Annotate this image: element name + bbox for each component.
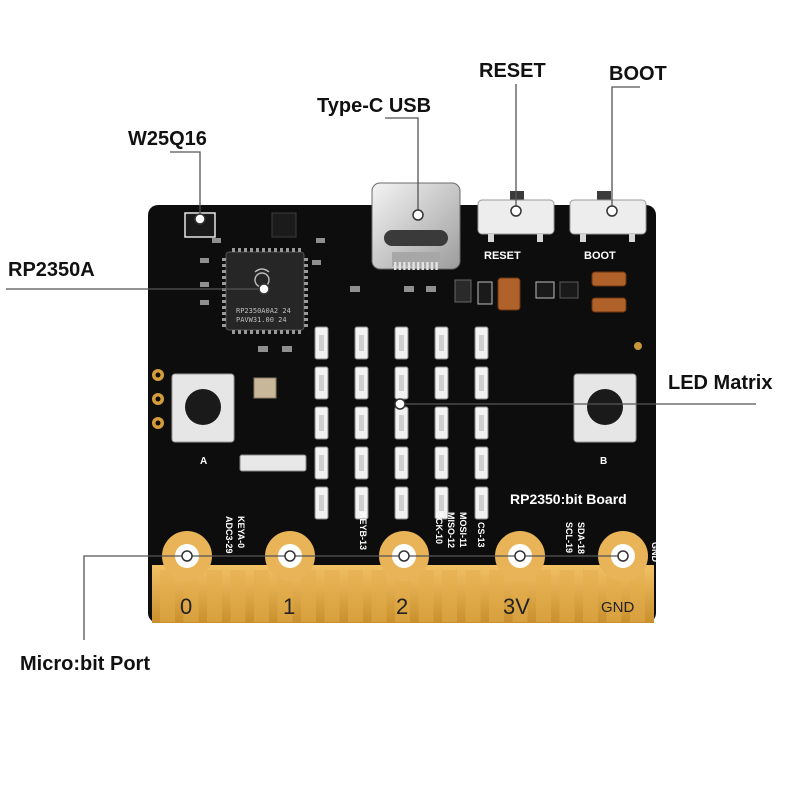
leader-dot-w25q16: [194, 213, 206, 225]
pin-label-sda: SDA-18: [576, 522, 586, 554]
callout-boot: BOOT: [609, 63, 667, 85]
leader-dot-rp2350a: [258, 283, 270, 295]
smd-components-right: [454, 271, 627, 313]
type-c-connector: [371, 182, 461, 270]
pin-label-keya: KEYA-0: [236, 516, 246, 548]
led-matrix: [314, 326, 489, 520]
led: [314, 486, 329, 520]
led: [474, 326, 489, 360]
pin-label-sck: SCK-10: [434, 512, 444, 544]
callout-rp2350a: RP2350A: [8, 259, 95, 281]
leader-dot-port-1: [284, 550, 296, 562]
board-title: RP2350:bit Board: [510, 491, 627, 507]
led: [354, 486, 369, 520]
leader-dot-type-c: [412, 209, 424, 221]
pad-label-2: 2: [396, 594, 408, 619]
led: [434, 326, 449, 360]
leader-type-c: [385, 117, 419, 215]
led: [314, 366, 329, 400]
leader-lines: [6, 84, 756, 640]
connector-fingers: [160, 570, 645, 622]
pin-label-adc3: ADC3-29: [224, 516, 234, 554]
passive-components: [200, 238, 436, 352]
reset-silkscreen: RESET: [484, 250, 521, 262]
pin-labels: KEYA-0 ADC3-29 KEYB-13 SCK-10 MISO-12 MO…: [224, 512, 660, 563]
leader-dot-port-gnd: [617, 550, 629, 562]
led: [394, 326, 409, 360]
pin-label-keyb: KEYB-13: [358, 512, 368, 550]
led: [394, 366, 409, 400]
leader-boot: [611, 86, 640, 211]
led: [354, 326, 369, 360]
led: [314, 406, 329, 440]
button-a: [152, 369, 235, 443]
leader-dot-port-0: [181, 550, 193, 562]
led: [314, 326, 329, 360]
leader-dot-reset: [510, 205, 522, 217]
led: [434, 486, 449, 520]
leader-w25q16: [170, 151, 201, 219]
crystal: [253, 377, 277, 399]
small-ic: [271, 212, 297, 238]
callout-led-matrix: LED Matrix: [668, 372, 772, 394]
leader-dot-port-2: [398, 550, 410, 562]
callout-w25q16: W25Q16: [128, 128, 207, 150]
boot-switch: [569, 191, 647, 242]
pad-label-1: 1: [283, 594, 295, 619]
button-b-label: B: [600, 456, 607, 467]
led: [354, 446, 369, 480]
led: [434, 446, 449, 480]
led: [394, 486, 409, 520]
leader-port: [83, 555, 623, 640]
pad-label-0: 0: [180, 594, 192, 619]
led: [434, 406, 449, 440]
callout-microbit-port: Micro:bit Port: [20, 653, 150, 675]
led: [354, 366, 369, 400]
led: [314, 446, 329, 480]
led: [394, 406, 409, 440]
pin-label-cs: CS-13: [476, 522, 486, 548]
mounting-dot: [634, 342, 642, 350]
pin-label-miso: MISO-12: [446, 512, 456, 548]
pin-label-mosi: MOSI-11: [458, 512, 468, 548]
led: [354, 406, 369, 440]
led: [394, 446, 409, 480]
led: [474, 486, 489, 520]
button-a-label: A: [200, 456, 207, 467]
leader-dot-boot: [606, 205, 618, 217]
chip-marking-line1: RP2350A0A2 24: [236, 307, 291, 315]
callout-type-c: Type-C USB: [317, 95, 431, 117]
led: [434, 366, 449, 400]
led: [474, 366, 489, 400]
button-b: [573, 373, 637, 443]
pin-label-scl: SCL-19: [564, 522, 574, 553]
pad-label-gnd: GND: [601, 599, 635, 616]
resistor-array: [239, 454, 307, 472]
pin-label-gnd: GND: [650, 542, 660, 563]
leader-dot-port-3v: [514, 550, 526, 562]
boot-silkscreen: BOOT: [584, 250, 616, 262]
leader-dot-led-matrix: [394, 398, 406, 410]
pad-label-3v: 3V: [503, 594, 530, 619]
usb-pins: [394, 262, 438, 270]
callout-reset: RESET: [479, 60, 546, 82]
chip-marking-line2: PAVW31.00 24: [236, 316, 287, 324]
led: [474, 406, 489, 440]
led: [474, 446, 489, 480]
